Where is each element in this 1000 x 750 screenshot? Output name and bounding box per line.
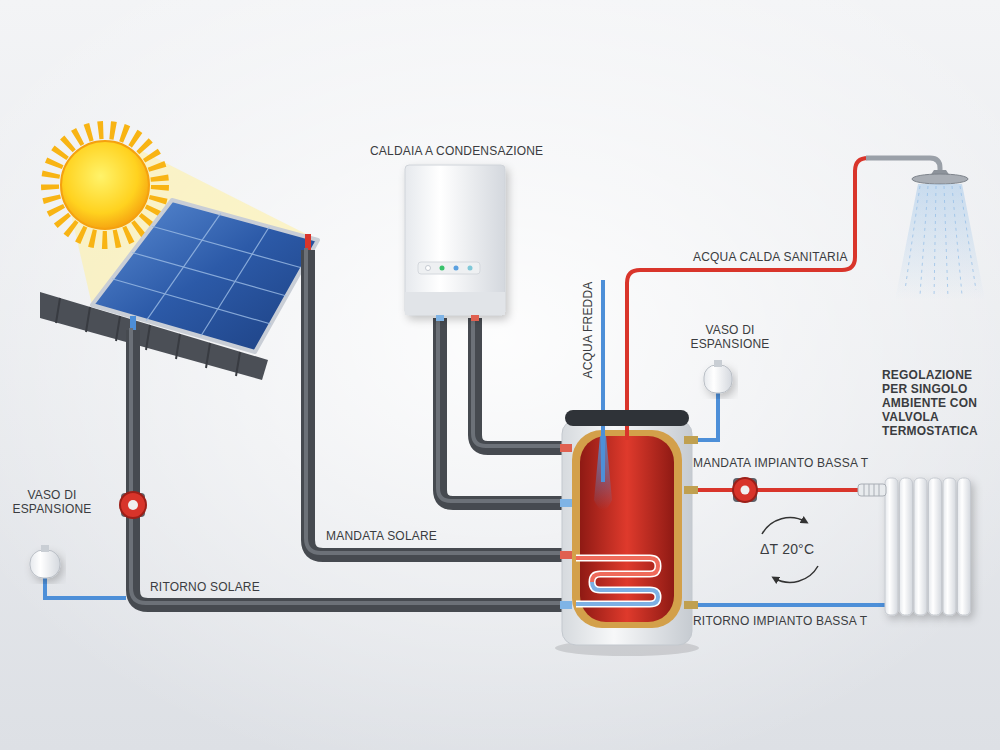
pipe-label: RITORNO IMPIANTO BASSA T (693, 614, 867, 628)
vessel-label: VASO DI ESPANSIONE (8, 488, 96, 516)
pipe-label: RITORNO SOLARE (150, 580, 260, 594)
pipe-label: ACQUA FREDDA (581, 281, 595, 378)
pipe-label: MANDATA SOLARE (326, 529, 437, 543)
boiler-label: CALDAIA A CONDENSAZIONE (370, 144, 543, 158)
vessel-label: VASO DI ESPANSIONE (688, 323, 772, 351)
pipe-label: MANDATA IMPIANTO BASSA T (693, 456, 868, 470)
control-note: REGOLAZIONE PER SINGOLO AMBIENTE CON VAL… (882, 368, 982, 438)
delta-t-label: ΔT 20°C (760, 541, 814, 557)
pipe-label: ACQUA CALDA SANITARIA (693, 250, 848, 264)
